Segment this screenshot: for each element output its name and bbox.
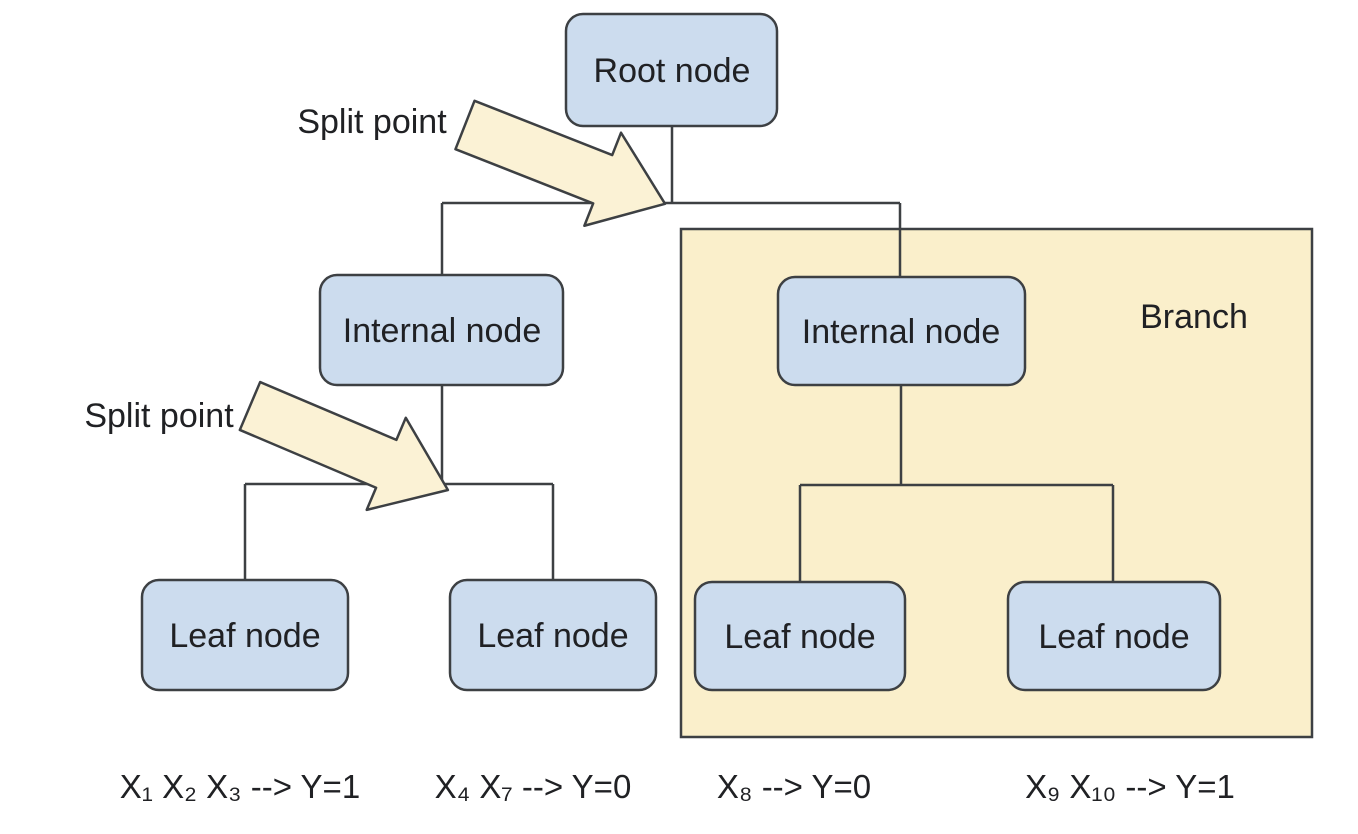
node-leaf-mid-left: Leaf node [448,578,658,692]
node-internal-left: Internal node [318,273,565,387]
arrow-icon [238,380,450,512]
connector-right-split [798,385,1115,582]
node-leaf-mid-right: Leaf node [693,580,907,692]
node-leaf-mid-right-label: Leaf node [724,618,875,656]
node-internal-right-label: Internal node [802,313,1001,351]
node-leaf-mid-right-box [693,580,907,692]
node-leaf-far-left-label: Leaf node [169,617,320,655]
node-internal-right: Internal node [776,275,1027,387]
outcome-label-1: X₁ X₂ X₃ --> Y=1 [120,768,360,805]
outcome-label-3: X₈ --> Y=0 [717,768,871,805]
node-leaf-far-right: Leaf node [1006,580,1222,692]
outcome-label-4: X₉ X₁₀ --> Y=1 [1025,768,1235,805]
split-point-lower-label: Split point [84,397,234,435]
node-leaf-far-right-box [1006,580,1222,692]
node-internal-right-box [776,275,1027,387]
split-point-arrow-top [454,99,667,228]
node-internal-left-box [318,273,565,387]
arrow-icon [454,99,667,228]
branch-label: Branch [1140,298,1248,336]
node-leaf-mid-left-label: Leaf node [477,617,628,655]
outcome-labels: X₁ X₂ X₃ --> Y=1 X₄ X₇ --> Y=0 X₈ --> Y=… [120,768,1235,805]
split-point-top-label: Split point [297,103,447,141]
node-leaf-far-left-box [140,578,350,692]
connector-root-split [440,127,902,277]
outcome-label-2: X₄ X₇ --> Y=0 [435,768,632,805]
node-leaf-mid-left-box [448,578,658,692]
split-point-arrow-lower [238,380,450,512]
node-root-label: Root node [594,52,751,90]
node-root: Root node [564,12,779,128]
node-leaf-far-right-label: Leaf node [1038,618,1189,656]
node-internal-left-label: Internal node [343,312,542,350]
node-leaf-far-left: Leaf node [140,578,350,692]
node-root-box [564,12,779,128]
